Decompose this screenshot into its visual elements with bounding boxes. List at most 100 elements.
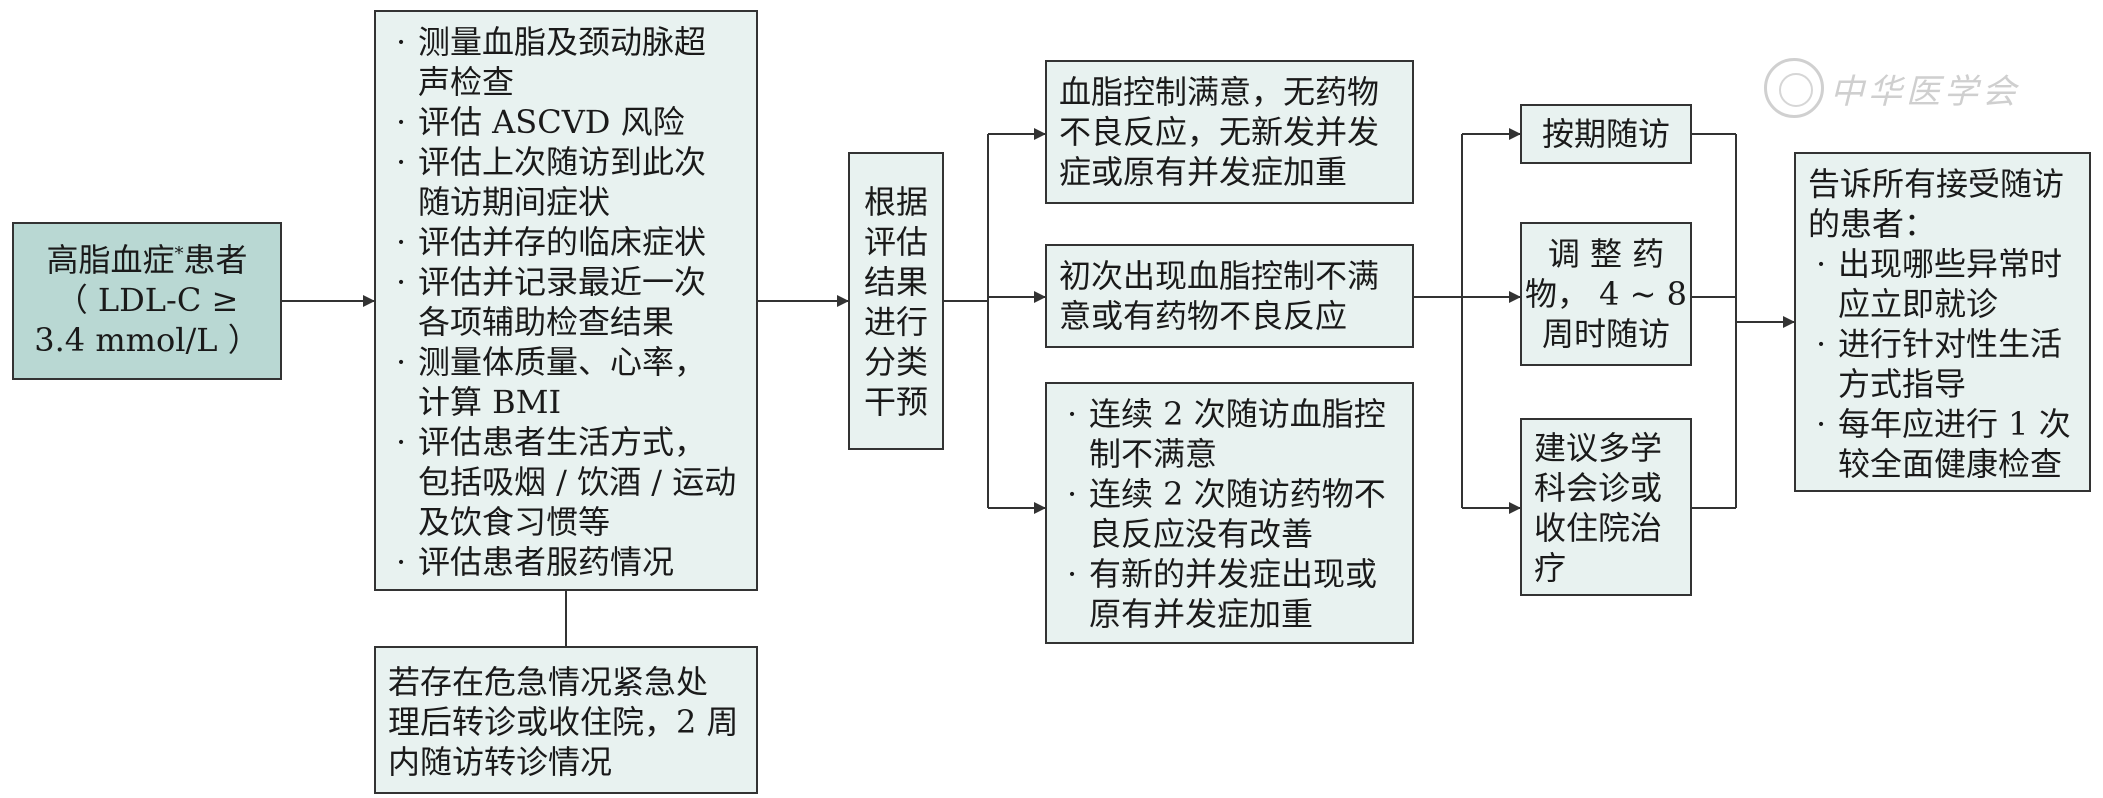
inform-heading-line: 告诉所有接受随访 <box>1808 165 2065 203</box>
inform-list: ·出现哪些异常时应立即就诊·进行针对性生活方式指导·每年应进行 1 次较全面健康… <box>1808 244 2077 484</box>
emergency-line: 若存在危急情况紧急处 <box>388 663 709 701</box>
patient-box: 高脂血症*患者 （ LDL-C ≥ 3.4 mmol/L ） <box>12 222 282 380</box>
emergency-line: 内随访转诊情况 <box>388 743 613 781</box>
referral-line: 收住院治 <box>1534 509 1663 547</box>
first-unsatisfied-line: 意或有药物不良反应 <box>1059 297 1348 335</box>
assessment-item-text: 评估患者服药情况 <box>418 543 675 581</box>
assessment-item: · 测量体质量、心率，计算 BMI <box>388 342 744 422</box>
scheduled-box: 按期随访 <box>1520 104 1692 164</box>
inform-item-text: 每年应进行 1 次 <box>1838 405 2071 443</box>
assessment-item-text: 评估并存的临床症状 <box>418 223 707 261</box>
persistent-item: · 有新的并发症出现或原有并发症加重 <box>1059 554 1400 634</box>
bullet-dot: · <box>1067 475 1078 513</box>
inform-item-text: 应立即就诊 <box>1838 285 1999 323</box>
first-unsatisfied-line: 初次出现血脂控制不满 <box>1059 257 1380 295</box>
classify-line: 进行 <box>863 303 928 341</box>
bullet-dot: · <box>396 543 407 581</box>
persistent-item-text: 连续 2 次随访药物不 <box>1089 475 1386 513</box>
assessment-item-text: 测量血脂及颈动脉超 <box>418 23 707 61</box>
assessment-item-text: 包括吸烟 / 饮酒 / 运动 <box>418 463 737 501</box>
watermark-text: 中华医学会 <box>1830 72 2020 112</box>
bullet-dot: · <box>396 103 407 141</box>
assessment-item-text: 评估并记录最近一次 <box>418 263 707 301</box>
classify-box: 根据 评估 结果 进行 分类 干预 <box>848 152 944 450</box>
bullet-dot: · <box>1067 555 1078 593</box>
emergency-box: 若存在危急情况紧急处 理后转诊或收住院，2 周 内随访转诊情况 <box>374 646 758 794</box>
bullet-dot: · <box>396 423 407 461</box>
bullet-dot: · <box>396 23 407 61</box>
inform-item-text: 方式指导 <box>1838 365 1967 403</box>
assessment-list: · 测量血脂及颈动脉超声检查 · 评估 ASCVD 风险 · 评估上次随访到此次随访期间症… <box>388 22 744 582</box>
persistent-list: · 连续 2 次随访血脂控制不满意 · 连续 2 次随访药物不良反应没有改善 · 有新的并… <box>1059 394 1400 634</box>
watermark-seal-icon <box>1764 58 1824 118</box>
persistent-item-text: 良反应没有改善 <box>1089 515 1314 553</box>
bullet-dot: · <box>1816 245 1827 283</box>
patient-title-line: 高脂血症*患者 <box>14 240 280 280</box>
emergency-line: 理后转诊或收住院，2 周 <box>388 703 739 741</box>
inform-item-text: 进行针对性生活 <box>1838 325 2063 363</box>
adjust-box: 调 整 药 物， 4 ~ 8 周时随访 <box>1520 222 1692 366</box>
persistent-item: · 连续 2 次随访药物不良反应没有改善 <box>1059 474 1400 554</box>
patient-criterion-line1: （ LDL-C ≥ <box>55 281 239 319</box>
assessment-item-text: 及饮食习惯等 <box>418 503 611 541</box>
adjust-line: 调 整 药 <box>1547 235 1665 273</box>
assessment-item: · 评估 ASCVD 风险 <box>388 102 744 142</box>
inform-item: · 每年应进行 1 次较全面健康检查 <box>1808 404 2077 484</box>
satisfied-box: 血脂控制满意，无药物 不良反应，无新发并发 症或原有并发症加重 <box>1045 60 1414 204</box>
assessment-item-text: 计算 BMI <box>418 383 562 421</box>
assessment-item: · 评估上次随访到此次随访期间症状 <box>388 142 744 222</box>
assessment-item-text: 评估上次随访到此次 <box>418 143 707 181</box>
bullet-dot: · <box>1816 405 1827 443</box>
scheduled-line: 按期随访 <box>1541 115 1670 153</box>
assessment-item-text: 各项辅助检查结果 <box>418 303 675 341</box>
bullet-dot: · <box>1067 395 1078 433</box>
assessment-item-text: 声检查 <box>418 63 515 101</box>
referral-box: 建议多学 科会诊或 收住院治 疗 <box>1520 418 1692 596</box>
inform-item: ·进行针对性生活方式指导 <box>1808 324 2077 404</box>
first-unsatisfied-box: 初次出现血脂控制不满 意或有药物不良反应 <box>1045 244 1414 348</box>
assessment-item: · 评估患者生活方式，包括吸烟 / 饮酒 / 运动及饮食习惯等 <box>388 422 744 542</box>
persistent-box: · 连续 2 次随访血脂控制不满意 · 连续 2 次随访药物不良反应没有改善 · 有新的并… <box>1045 382 1414 644</box>
bullet-dot: · <box>396 263 407 301</box>
bullet-dot: · <box>396 143 407 181</box>
patient-criterion-line2: 3.4 mmol/L ） <box>34 321 260 359</box>
inform-item-text: 较全面健康检查 <box>1838 445 2063 483</box>
inform-item-text: 出现哪些异常时 <box>1838 245 2063 283</box>
patient-marker: * <box>174 243 184 265</box>
assessment-item: · 评估并存的临床症状 <box>388 222 744 262</box>
adjust-line: 物， 4 ~ 8 <box>1524 275 1688 313</box>
satisfied-line: 不良反应，无新发并发 <box>1059 113 1380 151</box>
patient-title: 高脂血症 <box>46 241 175 279</box>
assessment-item-text: 随访期间症状 <box>418 183 611 221</box>
referral-line: 科会诊或 <box>1534 469 1663 507</box>
inform-box: 告诉所有接受随访 的患者： ·出现哪些异常时应立即就诊·进行针对性生活方式指导·… <box>1794 152 2091 492</box>
persistent-item-text: 原有并发症加重 <box>1089 595 1314 633</box>
bullet-dot: · <box>396 223 407 261</box>
assessment-item-text: 评估 ASCVD 风险 <box>418 103 685 141</box>
persistent-item: · 连续 2 次随访血脂控制不满意 <box>1059 394 1400 474</box>
assessment-item: · 评估并记录最近一次各项辅助检查结果 <box>388 262 744 342</box>
assessment-item-text: 测量体质量、心率， <box>418 343 707 381</box>
persistent-item-text: 连续 2 次随访血脂控 <box>1089 395 1386 433</box>
classify-line: 根据 <box>863 183 928 221</box>
satisfied-line: 症或原有并发症加重 <box>1059 153 1348 191</box>
inform-item: · 出现哪些异常时应立即就诊 <box>1808 244 2077 324</box>
adjust-line: 周时随访 <box>1541 315 1670 353</box>
classify-line: 结果 <box>863 263 928 301</box>
referral-line: 建议多学 <box>1534 429 1663 467</box>
bullet-dot: · <box>396 343 407 381</box>
classify-line: 干预 <box>863 383 928 421</box>
patient-title-suffix: 患者 <box>183 241 248 279</box>
referral-line: 疗 <box>1534 549 1567 587</box>
classify-line: 评估 <box>863 223 928 261</box>
persistent-item-text: 制不满意 <box>1089 435 1218 473</box>
classify-line: 分类 <box>863 343 928 381</box>
assessment-item-text: 评估患者生活方式， <box>418 423 707 461</box>
persistent-item-text: 有新的并发症出现或 <box>1089 555 1378 593</box>
inform-heading-line: 的患者： <box>1808 205 1937 243</box>
satisfied-line: 血脂控制满意，无药物 <box>1059 73 1380 111</box>
assessment-item: · 评估患者服药情况 <box>388 542 744 582</box>
assessment-item: · 测量血脂及颈动脉超声检查 <box>388 22 744 102</box>
